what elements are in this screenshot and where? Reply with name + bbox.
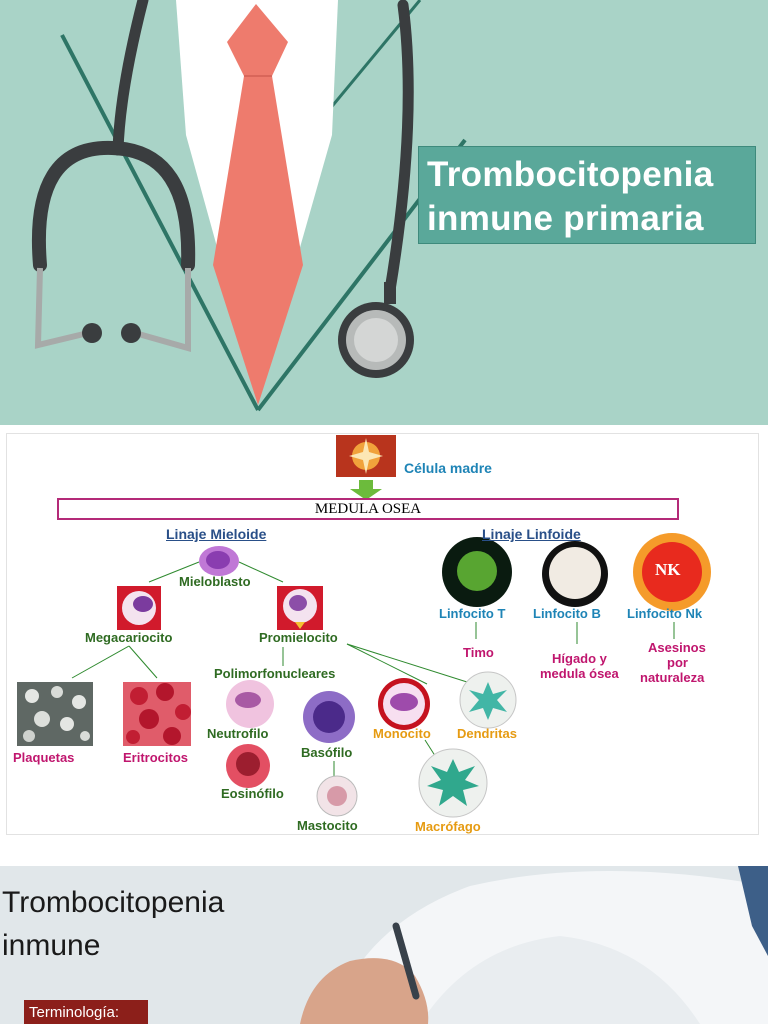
medula-osea-box: MEDULA OSEA (57, 498, 679, 520)
plaquetas-label: Plaquetas (13, 750, 75, 765)
dendrita-cell (469, 682, 507, 720)
down-arrow-icon (350, 480, 382, 500)
linfocito-nk-label: Linfocito Nk (627, 606, 703, 621)
plaqueta-dot (80, 731, 90, 741)
arrow-to-monocito (346, 643, 428, 685)
arrow-mieloblasto-megacariocito (148, 561, 200, 583)
timo-label: Timo (463, 645, 494, 660)
macrofago-label: Macrófago (415, 819, 481, 834)
plaqueta-dot (23, 730, 35, 742)
linfocito-nk-cell (642, 542, 702, 602)
tie (213, 4, 303, 405)
promielocito-label: Promielocito (259, 630, 338, 645)
linfocito-t-label: Linfocito T (439, 606, 506, 621)
stethoscope-headset (32, 140, 196, 272)
hematopoiesis-diagram: Célula madre MEDULA OSEA Linaje Mieloide… (6, 433, 759, 835)
monocito-label: Monocito (373, 726, 431, 741)
promielocito-arrow (295, 622, 305, 629)
mastocito-nucleus (327, 786, 347, 806)
slide3-title-line-1: Trombocitopenia (2, 886, 225, 919)
tie-fragment (738, 866, 768, 956)
basofilo-nucleus (313, 701, 345, 733)
hand (300, 958, 429, 1024)
slide3-title-line-2: inmune (2, 929, 101, 962)
polimorfonucleares-label: Polimorfonucleares (214, 666, 336, 681)
plaqueta-dot (60, 717, 74, 731)
eritrocito-dot (139, 709, 159, 729)
eritrocito-dot (163, 727, 181, 745)
mastocito-label: Mastocito (297, 818, 358, 833)
stem-cell-star (349, 438, 383, 474)
earpiece-right (134, 268, 191, 352)
basofilo-label: Basófilo (301, 745, 353, 760)
promielocito-nucleus (289, 595, 307, 611)
neutrofilo-nucleus (235, 692, 261, 708)
plaqueta-dot (51, 686, 63, 698)
dendritas-label: Dendritas (457, 726, 517, 741)
stem-cell-label: Célula madre (404, 460, 492, 476)
earpiece-tip-left (82, 323, 102, 343)
eritrocito-dot (175, 704, 191, 720)
terminology-badge: Terminología: (24, 1000, 148, 1024)
chestpiece-stem (384, 282, 396, 304)
lapel-left-line (60, 34, 260, 411)
eritrocito-dot (156, 683, 174, 701)
chestpiece-diaphragm (354, 318, 398, 362)
doctor-photo (0, 866, 768, 1024)
diagram-graphics (17, 435, 711, 818)
plaqueta-dot (72, 695, 86, 709)
higado-label-2: medula ósea (540, 666, 619, 681)
arrow-to-eritrocitos (128, 645, 158, 679)
higado-label-1: Hígado y (552, 651, 607, 666)
title-line-1: Trombocitopenia (427, 155, 714, 194)
myeloid-lineage-label: Linaje Mieloide (166, 526, 267, 542)
title-line-2: inmune primaria (427, 199, 704, 238)
eritrocito-dot (130, 687, 148, 705)
eritrocitos-label: Eritrocitos (123, 750, 189, 765)
nk-badge: NK (655, 560, 681, 579)
stethoscope-tube-right (384, 0, 414, 296)
lymphoid-lineage-label: Linaje Linfoide (482, 526, 581, 542)
eosinofilo-label: Eosinófilo (221, 786, 284, 801)
arrow-to-dendritas (346, 643, 468, 683)
linfocito-t-cell (457, 551, 497, 591)
mieloblasto-nucleus (206, 551, 230, 569)
linfocito-b-label: Linfocito B (533, 606, 601, 621)
doctor-illustration (32, 0, 467, 412)
coat-fold (420, 936, 700, 1024)
monocito-nucleus (390, 693, 418, 711)
terminology-slide: Trombocitopenia inmune Terminología: (0, 866, 768, 1024)
earpiece-tip-right (121, 323, 141, 343)
asesinos-label-2: por (667, 655, 688, 670)
earpiece-left (34, 267, 89, 349)
neutrofilo-label: Neutrofilo (207, 726, 269, 741)
asesinos-label-3: naturaleza (640, 670, 705, 685)
arrow-to-plaquetas (71, 645, 130, 679)
asesinos-label-1: Asesinos (648, 640, 706, 655)
macrofago-cell (427, 759, 479, 806)
stethoscope-tube-left (112, 0, 149, 156)
eritrocito-dot (126, 730, 140, 744)
plaqueta-dot (25, 689, 39, 703)
title-slide: Trombocitopenia inmune primaria (0, 0, 768, 425)
mieloblasto-label: Mieloblasto (179, 574, 251, 589)
linfocito-b-cell (549, 547, 601, 599)
arrow-mieloblasto-promielocito (238, 561, 284, 583)
title-box: Trombocitopenia inmune primaria (418, 146, 756, 244)
megacariocito-label: Megacariocito (85, 630, 173, 645)
pen (392, 922, 420, 1000)
eosinofilo-nucleus (236, 752, 260, 776)
plaqueta-dot (34, 711, 50, 727)
megacariocito-nucleus (133, 596, 153, 612)
